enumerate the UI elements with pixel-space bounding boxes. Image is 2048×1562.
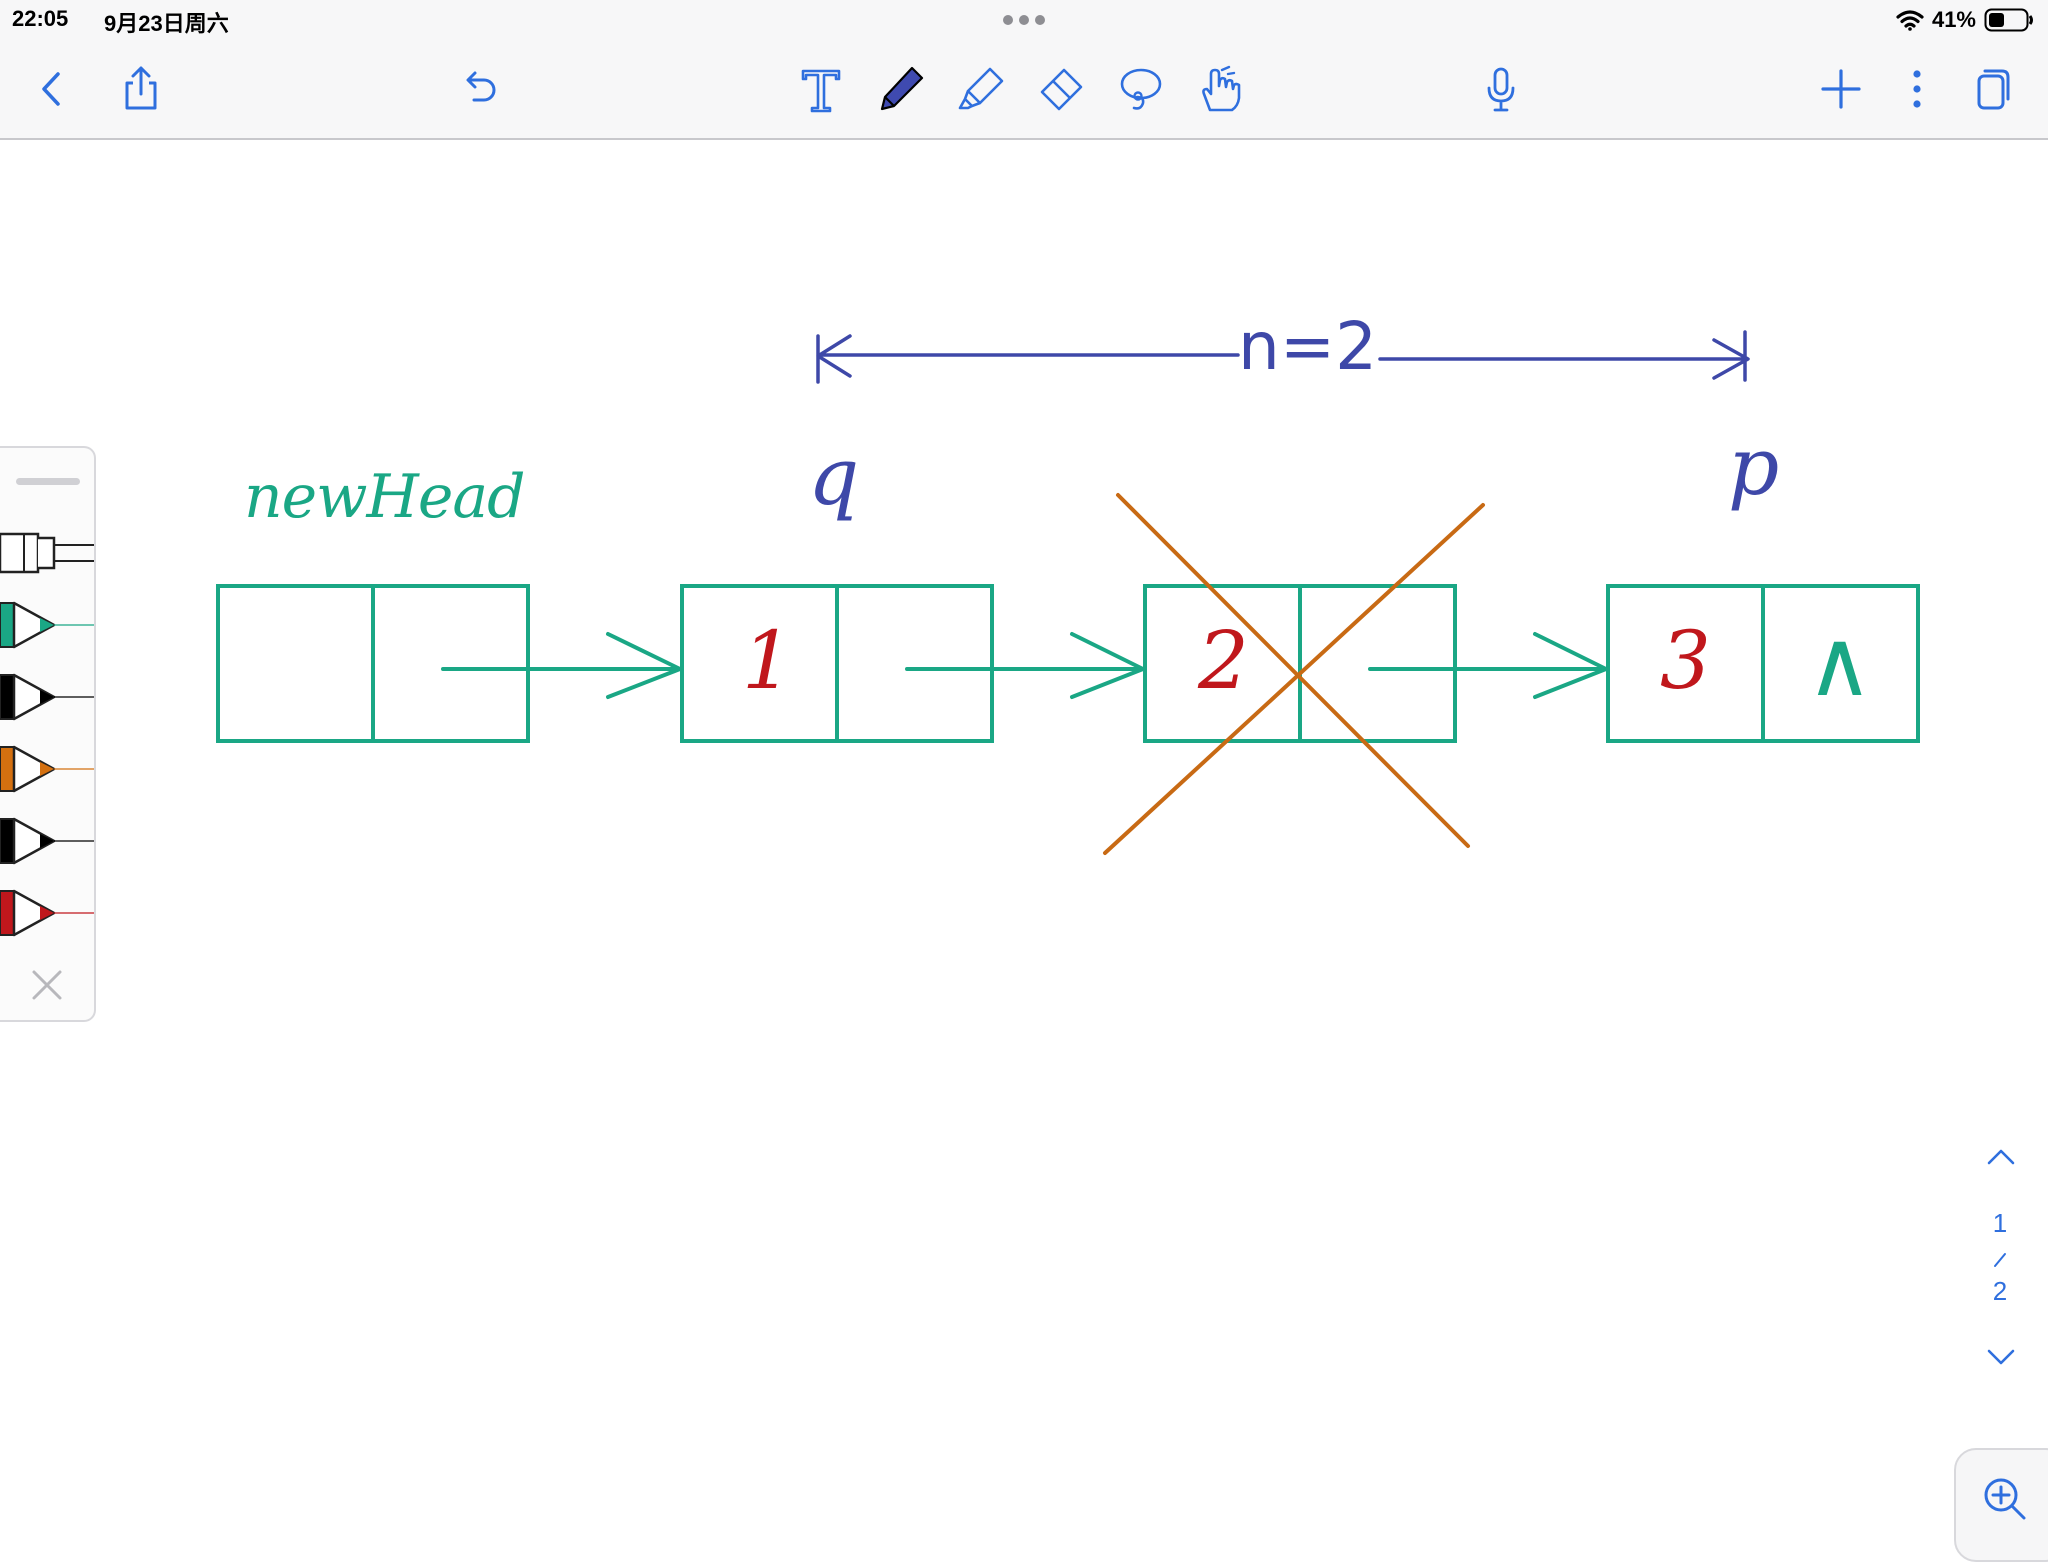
highlighter-icon bbox=[958, 67, 1004, 110]
label-distance: n=2 bbox=[1238, 308, 1378, 385]
current-page-number: 1 bbox=[1992, 1208, 2008, 1238]
wifi-icon bbox=[1896, 10, 1924, 31]
battery-percentage: 41% bbox=[1931, 7, 1976, 32]
pen-tool-icon bbox=[880, 66, 924, 111]
link-arrow-3 bbox=[1368, 632, 1608, 699]
cross-stroke-2 bbox=[1103, 503, 1485, 855]
label-p: p bbox=[1728, 420, 1780, 513]
text-tool-button[interactable] bbox=[796, 64, 846, 114]
share-button[interactable] bbox=[116, 64, 166, 114]
close-icon[interactable] bbox=[30, 968, 64, 1002]
pen-green[interactable] bbox=[0, 600, 94, 650]
share-icon bbox=[125, 66, 157, 110]
pen-orange[interactable] bbox=[0, 744, 94, 794]
cross-stroke-1 bbox=[1116, 493, 1470, 848]
multitasking-dots-icon[interactable] bbox=[1002, 14, 1046, 26]
pen-outline[interactable] bbox=[0, 528, 94, 578]
label-newhead: newHead bbox=[244, 462, 526, 532]
page-separator bbox=[1994, 1253, 2006, 1267]
pen-panel-grip[interactable] bbox=[16, 478, 80, 485]
text-tool-icon bbox=[801, 69, 841, 113]
node-1-value: 1 bbox=[742, 614, 793, 707]
status-right: 41% bbox=[1896, 4, 2034, 36]
total-page-number: 2 bbox=[1992, 1276, 2008, 1306]
zoom-in-icon bbox=[1984, 1478, 2026, 1520]
lasso-icon bbox=[1120, 68, 1162, 110]
pen-panel bbox=[0, 446, 96, 1022]
pen-red[interactable] bbox=[0, 888, 94, 938]
link-arrow-2 bbox=[905, 632, 1145, 699]
null-marker: ∧ bbox=[1806, 610, 1874, 717]
pen-black-2[interactable] bbox=[0, 816, 94, 866]
hand-pointer-icon bbox=[1202, 65, 1241, 112]
toolbar bbox=[0, 40, 2048, 140]
pages-icon bbox=[1977, 69, 2010, 110]
node-3-value: 3 bbox=[1660, 614, 1711, 707]
back-button[interactable] bbox=[28, 64, 78, 114]
pages-button[interactable] bbox=[1968, 64, 2018, 114]
eraser-icon bbox=[1040, 68, 1083, 111]
microphone-icon bbox=[1487, 67, 1515, 112]
chevron-down-icon[interactable] bbox=[1986, 1348, 2016, 1368]
pen-black-1[interactable] bbox=[0, 672, 94, 722]
label-q: q bbox=[808, 430, 860, 523]
page-navigator: 1 2 bbox=[1970, 1140, 2030, 1380]
pen-tool-button[interactable] bbox=[876, 64, 926, 114]
note-canvas[interactable]: newHead q p n=2 1 2 3 ∧ bbox=[0, 140, 2048, 1536]
hand-tool-button[interactable] bbox=[1196, 64, 1246, 114]
undo-button[interactable] bbox=[456, 64, 506, 114]
status-time: 22:05 bbox=[12, 6, 69, 31]
chevron-up-icon[interactable] bbox=[1986, 1146, 2016, 1166]
distance-arrow-right bbox=[1378, 330, 1750, 382]
distance-arrow-left bbox=[816, 334, 1240, 384]
linked-list-drawing bbox=[216, 330, 1920, 855]
node-2-value: 2 bbox=[1198, 614, 1249, 707]
more-button[interactable] bbox=[1892, 64, 1942, 114]
link-arrow-1 bbox=[441, 632, 682, 699]
zoom-button[interactable] bbox=[1954, 1448, 2048, 1562]
lasso-button[interactable] bbox=[1116, 64, 1166, 114]
undo-icon bbox=[466, 71, 496, 102]
eraser-button[interactable] bbox=[1036, 64, 1086, 114]
add-button[interactable] bbox=[1816, 64, 1866, 114]
microphone-button[interactable] bbox=[1476, 64, 1526, 114]
highlighter-button[interactable] bbox=[956, 64, 1006, 114]
back-icon bbox=[42, 72, 60, 106]
battery-icon bbox=[1984, 8, 2033, 32]
status-date: 9月23日周六 bbox=[104, 11, 229, 36]
more-vertical-icon bbox=[1913, 70, 1921, 108]
plus-icon bbox=[1821, 69, 1861, 109]
status-bar: 22:05 9月23日周六 41% bbox=[0, 0, 2048, 40]
